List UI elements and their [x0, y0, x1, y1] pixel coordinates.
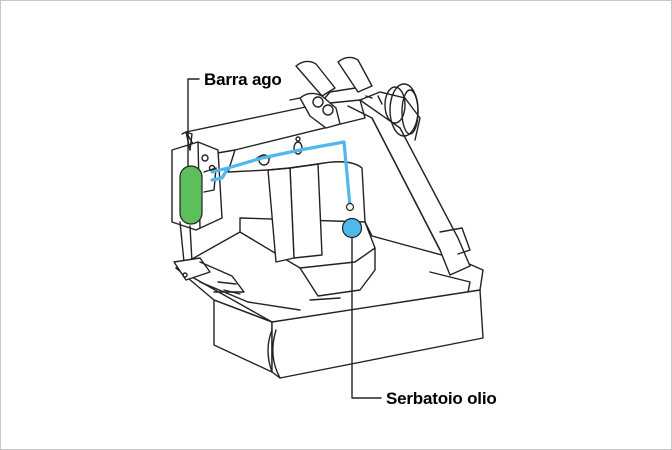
oil-tank-label: Serbatoio olio	[386, 389, 497, 408]
needle-bar-leader	[187, 78, 200, 167]
oil-path	[210, 140, 352, 208]
oil-tank-leader	[351, 237, 382, 399]
needle-bar-highlight	[179, 165, 203, 225]
oil-tank-cap	[345, 202, 355, 212]
machine-pillar	[267, 161, 366, 263]
machine-base	[175, 217, 484, 379]
oil-tank-icon	[341, 217, 363, 239]
machine-right-housing	[347, 83, 471, 276]
machine-top-levers	[289, 56, 373, 129]
needle-bar-label: Barra ago	[204, 70, 282, 89]
